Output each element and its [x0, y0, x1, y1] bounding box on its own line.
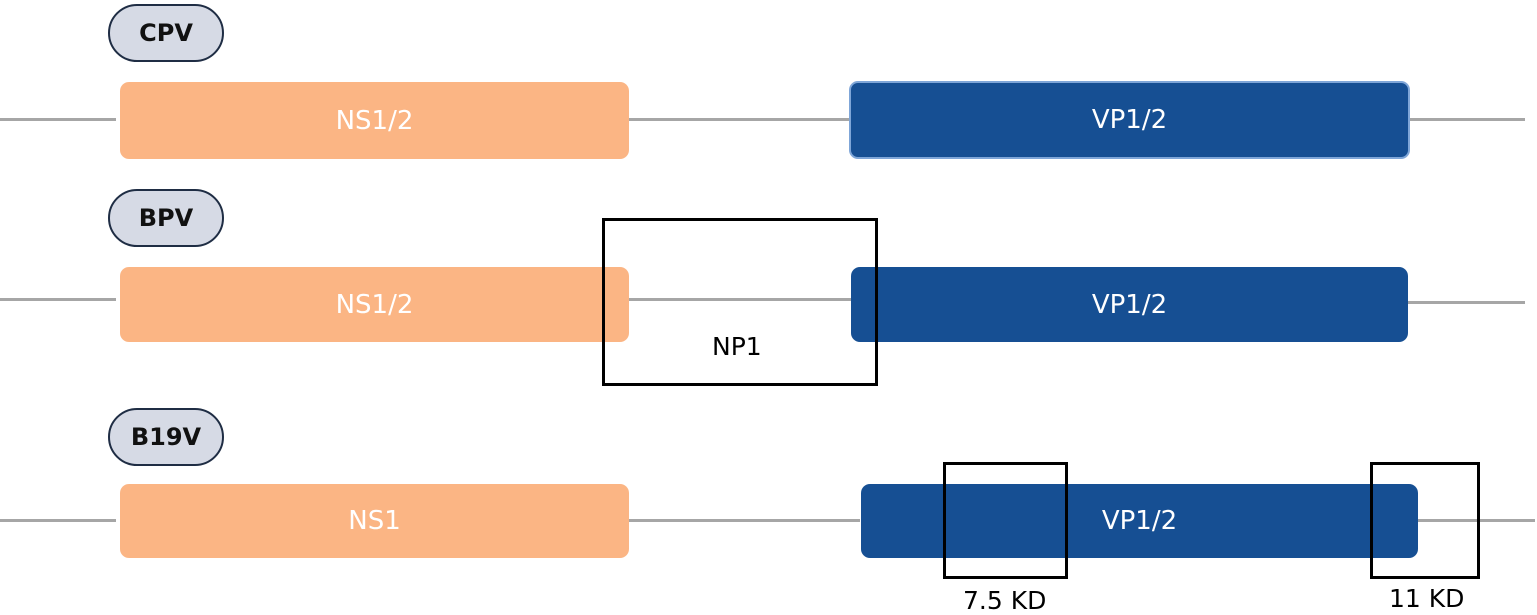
- cpv-backbone-right: [1410, 118, 1525, 121]
- b19v-backbone-right: [1418, 519, 1535, 522]
- b19v-label: B19V: [108, 408, 224, 466]
- 11kd-highlight-box: [1370, 462, 1480, 579]
- 11kd-label: 11 KD: [1389, 584, 1465, 613]
- np1-highlight-box: [602, 218, 878, 386]
- b19v-ns-gene: NS1: [120, 484, 629, 558]
- cpv-label: CPV: [108, 4, 224, 62]
- 7-5kd-label: 7.5 KD: [963, 586, 1047, 615]
- bpv-backbone-right: [1408, 301, 1525, 304]
- bpv-backbone-left: [0, 298, 116, 301]
- b19v-backbone-left: [0, 519, 116, 522]
- np1-label: NP1: [712, 332, 762, 361]
- cpv-backbone-left: [0, 118, 116, 121]
- b19v-vp-gene: VP1/2: [861, 484, 1418, 558]
- bpv-label: BPV: [108, 189, 224, 247]
- bpv-vp-gene: VP1/2: [851, 267, 1408, 342]
- 7-5kd-highlight-box: [943, 462, 1068, 579]
- cpv-backbone-middle: [628, 118, 850, 121]
- bpv-backbone-middle: [628, 298, 852, 301]
- cpv-vp-gene: VP1/2: [849, 81, 1410, 159]
- b19v-backbone-middle: [628, 519, 860, 522]
- bpv-ns-gene: NS1/2: [120, 267, 629, 342]
- cpv-ns-gene: NS1/2: [120, 82, 629, 159]
